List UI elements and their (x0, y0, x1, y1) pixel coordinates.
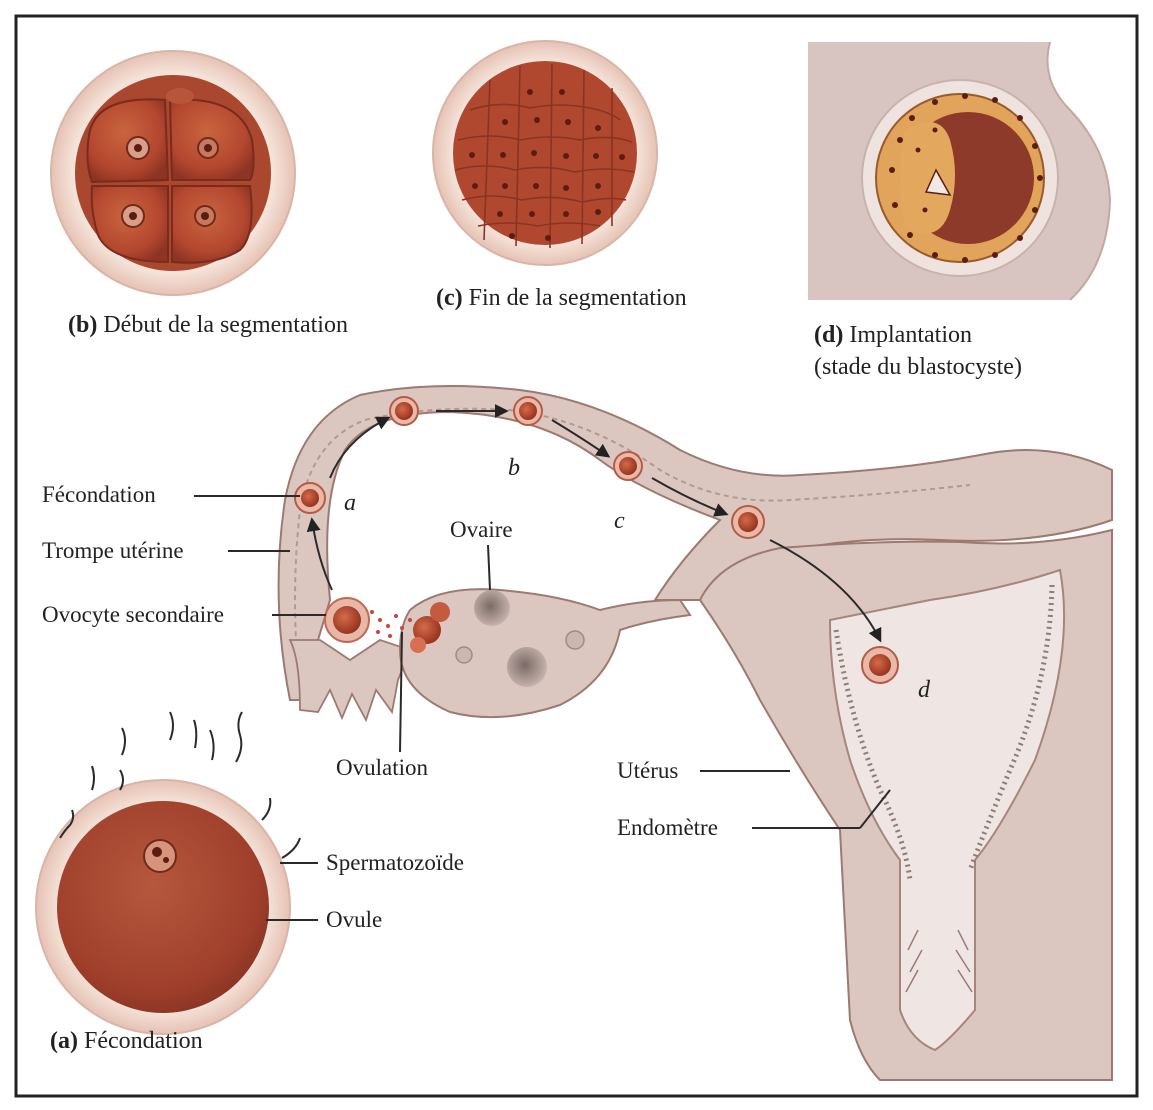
blastocyst-illustration (808, 42, 1110, 300)
caption-d-line1: (d) Implantation (814, 322, 972, 348)
stage-letter-c: c (614, 508, 625, 534)
secondary-oocyte (325, 598, 412, 642)
stage-letter-a: a (344, 490, 356, 516)
label-uterus: Utérus (617, 758, 678, 783)
label-fecondation: Fécondation (42, 482, 156, 507)
label-trompe-uterine: Trompe utérine (42, 538, 184, 563)
caption-c: (c) Fin de la segmentation (436, 285, 687, 311)
caption-a: (a) Fécondation (50, 1028, 203, 1054)
stage-letter-b: b (508, 455, 520, 481)
label-ovule: Ovule (326, 907, 382, 932)
ovary (400, 589, 690, 717)
label-ovaire: Ovaire (450, 517, 513, 542)
label-endometre: Endomètre (617, 815, 718, 840)
label-ovocyte-secondaire: Ovocyte secondaire (42, 602, 224, 627)
ovule-illustration (36, 712, 300, 1034)
uterus (700, 530, 1112, 1080)
label-ovulation: Ovulation (336, 755, 428, 780)
stage-letter-d: d (918, 677, 931, 703)
leader-ovaire (488, 545, 490, 590)
label-spermatozoide: Spermatozoïde (326, 850, 464, 875)
cleavage-early-illustration (51, 51, 295, 295)
caption-d-line2: (stade du blastocyste) (814, 354, 1022, 380)
caption-b: (b) Début de la segmentation (68, 312, 348, 338)
morula-illustration (433, 41, 657, 265)
